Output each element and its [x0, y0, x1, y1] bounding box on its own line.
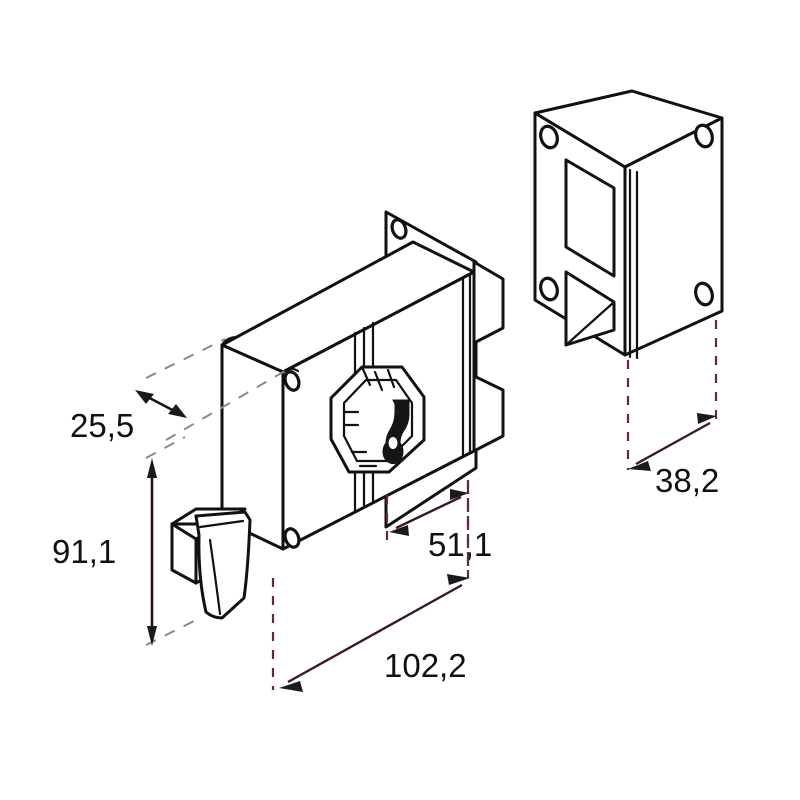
dimension-label-38-2: 38,2	[655, 462, 719, 499]
depth-arrow-end	[168, 404, 187, 418]
latch-bolt-hook-body	[194, 510, 252, 620]
key-escutcheon-facet-1	[360, 365, 372, 387]
key-escutcheon-facet-2	[373, 370, 384, 392]
dimension-label-25-5: 25,5	[70, 407, 134, 444]
dimension-depth-25-5: 25,5	[70, 338, 291, 444]
backset-arrow-right	[450, 489, 469, 500]
dimension-label-91-1: 91,1	[52, 533, 116, 570]
height-ext-line-bottom	[145, 619, 197, 646]
dimension-width-102-2: 102,2	[271, 480, 470, 692]
latch-bolt-hook-groove	[198, 519, 245, 529]
width-dimension-line	[287, 583, 463, 684]
strike-depth-dimension-line	[635, 421, 711, 466]
dimension-backset-51-1: 51,1	[385, 485, 492, 568]
depth-ext-line-lower	[165, 367, 291, 441]
lock-hole-lower-left-icon	[283, 527, 301, 549]
lock-bolt-tab-upper	[472, 260, 505, 345]
strike-depth-arrow-left	[628, 461, 651, 471]
latch-bolt-left-face	[170, 522, 198, 585]
strike-hole-top-right-icon	[694, 123, 714, 149]
dimension-label-51-1: 51,1	[428, 526, 492, 563]
lock-bolt-tab-lower-top	[472, 374, 505, 392]
depth-arrow-start	[135, 390, 154, 404]
dimension-height-91-1: 91,1	[52, 436, 197, 646]
lock-bolt-tab-upper-top	[472, 260, 505, 281]
lock-body-corner-bevel-top	[220, 335, 238, 347]
dimension-strike-depth-38-2: 38,2	[626, 320, 719, 499]
backset-dimension-line	[395, 495, 462, 530]
width-arrow-right	[447, 574, 470, 585]
height-arrow-top	[147, 458, 157, 478]
latch-bolt-hook-edge	[208, 538, 222, 616]
depth-ext-line-upper	[145, 338, 226, 379]
width-arrow-left	[279, 681, 303, 692]
lock-hole-upper-left-icon	[283, 370, 301, 392]
keyhole-bore	[388, 437, 398, 449]
key-escutcheon-facet-3	[386, 368, 396, 389]
strike-box-lower-opening-inner	[564, 270, 616, 304]
dimension-label-102-2: 102,2	[384, 647, 467, 684]
height-arrow-bottom	[147, 626, 157, 646]
strike-box-lower-opening-diagonal	[564, 300, 616, 347]
strike-hole-bottom-right-icon	[694, 281, 714, 307]
backset-arrow-left	[389, 525, 409, 536]
lock-backplate-hole-top-icon	[390, 218, 408, 240]
height-ext-line-top	[145, 436, 186, 459]
strike-hole-top-left-icon	[539, 124, 559, 150]
strike-box-part	[533, 89, 724, 360]
strike-depth-arrow-right	[697, 413, 717, 424]
keyhole-icon	[382, 399, 410, 465]
strike-box-upper-opening-inner	[564, 158, 616, 190]
strike-hole-bottom-left-icon	[539, 276, 559, 302]
lock-body-part	[170, 210, 505, 620]
key-escutcheon-inner	[342, 378, 414, 463]
